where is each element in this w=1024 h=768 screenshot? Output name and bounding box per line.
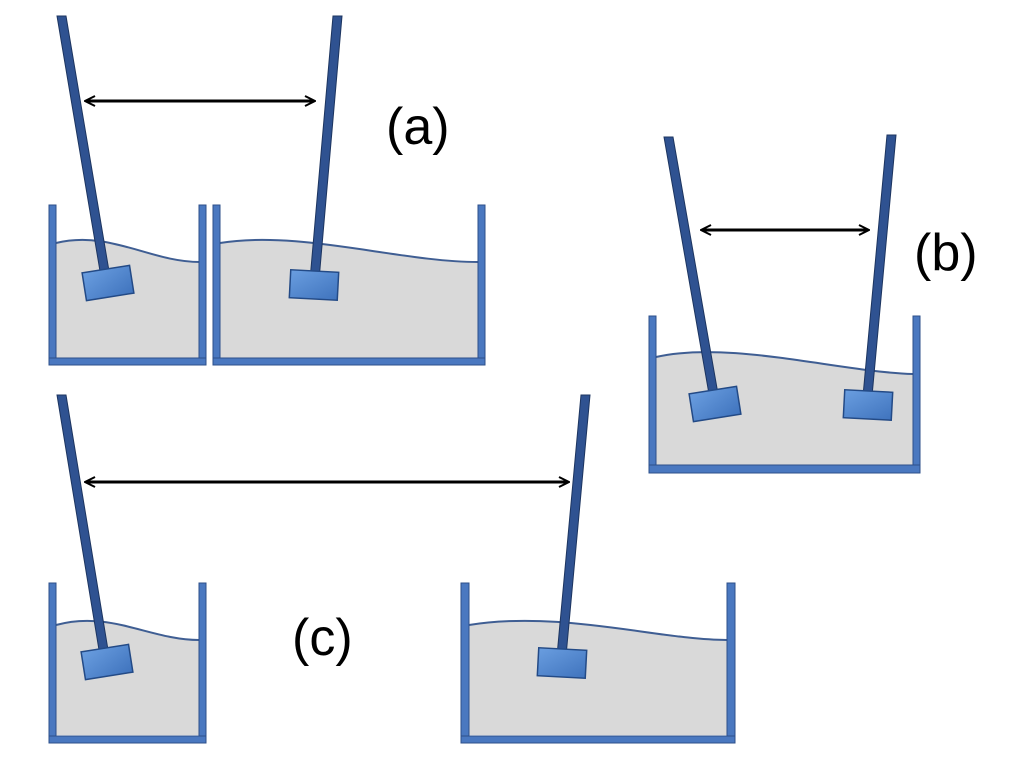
paddle-a-left xyxy=(81,264,135,302)
stirrer-rod-b-right xyxy=(862,134,897,397)
container-c-left xyxy=(48,582,207,744)
liquid-a-left xyxy=(56,239,200,358)
label-b: (b) xyxy=(914,224,978,282)
liquid-c-right xyxy=(469,620,727,735)
liquid-surface-c-left xyxy=(55,619,200,641)
liquid-surface-c-right xyxy=(468,619,728,641)
stirrer-rod-a-left xyxy=(56,15,111,278)
stirrer-rod-a-right xyxy=(309,15,343,281)
panel-a: (a) xyxy=(48,15,486,366)
paddle-b-left xyxy=(688,385,742,423)
liquid-b xyxy=(656,352,913,465)
container-c-right xyxy=(460,582,736,744)
paddle-b-right xyxy=(842,388,894,422)
panel-b: (b) xyxy=(648,134,978,474)
liquid-surface-b xyxy=(655,351,914,375)
label-c: (c) xyxy=(292,609,353,667)
panel-c: (c) xyxy=(48,394,736,744)
paddle-a-right xyxy=(288,268,340,302)
paddle-c-left xyxy=(80,643,134,681)
stirrer-rod-c-left xyxy=(56,394,110,657)
liquid-c-left xyxy=(56,620,199,735)
container-a-right xyxy=(212,204,486,366)
paddle-c-right xyxy=(536,646,588,680)
container-a-left xyxy=(48,204,207,366)
liquid-surface-a-left xyxy=(55,238,201,263)
stirrer-rod-c-right xyxy=(556,394,591,657)
label-a: (a) xyxy=(386,98,450,156)
liquid-surface-a-right xyxy=(219,238,479,263)
container-b xyxy=(648,315,921,474)
liquid-a-right xyxy=(220,239,478,358)
